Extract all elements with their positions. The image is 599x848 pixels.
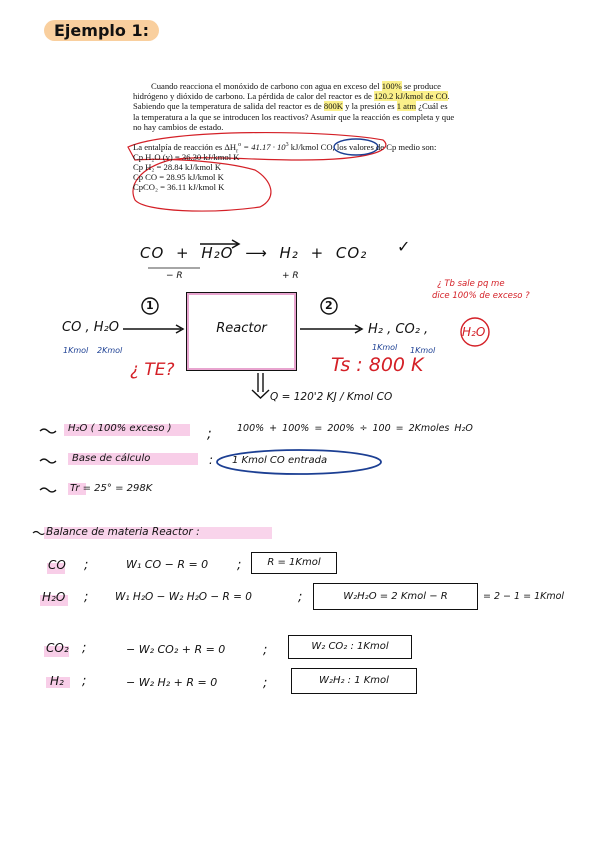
balance-species-h2o: H₂O: [42, 590, 66, 604]
balance-sep: ;: [82, 674, 87, 689]
stream-2-label: 2: [325, 299, 333, 312]
balance-equation-co2: − W₂ CO₂ + R = 0: [126, 643, 226, 656]
blue-circle-kmol: [333, 138, 379, 156]
balance-title: Balance de materia Reactor :: [46, 526, 200, 538]
outlet-kmol-co2: 1Kmol: [410, 346, 436, 355]
stream-1-circle: [141, 297, 159, 315]
page-title: Ejemplo 1:: [44, 20, 159, 41]
balance-sep: ;: [237, 558, 242, 573]
cp-item: Cp H₂O (v) = 36.30 kJ/kmol K: [133, 152, 240, 162]
balance-equation-h2: − W₂ H₂ + R = 0: [126, 676, 218, 689]
balance-sep: ;: [84, 558, 89, 573]
balance-sep: ;: [298, 590, 303, 605]
outlet-species: H₂ , CO₂ ,: [368, 322, 429, 337]
inlet-temperature: ¿ TE?: [130, 360, 175, 380]
checkmark: ✓: [397, 237, 411, 256]
problem-statement: Cuando reacciona el monóxido de carbono …: [133, 81, 523, 132]
problem-line2-post: .: [447, 91, 450, 102]
inlet-kmol-co: 1Kmol: [63, 346, 89, 355]
stream-2-circle: [320, 297, 338, 315]
balance-sep: ;: [82, 641, 87, 656]
problem-line1-post: se produce: [401, 81, 441, 91]
basis-value: 1 Kmol CO entrada: [232, 455, 328, 466]
excess-label: H₂O ( 100% exceso ): [68, 423, 172, 434]
basis-ellipse: [216, 449, 382, 475]
cp-item: Cp H₂ = 28.84 kJ/kmol K: [133, 162, 222, 172]
balance-species-h2: H₂: [50, 674, 64, 688]
inlet-kmol-h2o: 2Kmol: [97, 346, 123, 355]
reference-temperature: Tr = 25° = 298K: [70, 483, 153, 494]
heat-loss-note: Q = 120'2 KJ / Kmol CO: [270, 391, 393, 403]
problem-line3-post: ¿Cuál es: [416, 101, 448, 112]
balance-result-co2: W₂ CO₂ : 1Kmol: [288, 635, 412, 659]
problem-line2-pre: hidrógeno y dióxido de carbono. La pérdi…: [133, 91, 375, 102]
pressure-highlight: 1 atm: [396, 101, 417, 112]
enthalpy-post: los valores de Cp medio son:: [334, 141, 437, 152]
reaction-minus-r: − R: [166, 271, 183, 281]
outlet-kmol-h2: 1Kmol: [372, 343, 398, 352]
red-circle-enthalpy: [127, 131, 387, 212]
balance-species-co2: CO₂: [46, 641, 69, 655]
enthalpy-unit: kJ/kmol CO,: [288, 141, 335, 152]
outlet-temperature: Ts : 800 K: [331, 354, 424, 376]
temperature-highlight: 800K: [323, 101, 343, 112]
outlet-h2o: H₂O: [462, 325, 486, 339]
balance-equation-h2o: W₁ H₂O − W₂ H₂O − R = 0: [115, 591, 252, 603]
stream-1-label: 1: [146, 299, 154, 312]
excess-semicolon: ;: [207, 426, 212, 442]
enthalpy-symbol: ΔHro: [224, 141, 242, 155]
problem-line4: la temperatura a la que se introducen lo…: [133, 111, 455, 122]
balance-result-co: R = 1Kmol: [251, 552, 337, 574]
reactor-label: Reactor: [216, 321, 267, 336]
reaction-plus-r: + R: [282, 271, 299, 281]
cp-item: Cp CO = 28.95 kJ/kmol K: [133, 172, 224, 182]
problem-line5: no hay cambios de estado.: [133, 121, 224, 132]
inlet-species: CO , H₂O: [62, 320, 119, 335]
balance-sep: ;: [263, 643, 268, 658]
balance-equation-co: W₁ CO − R = 0: [126, 558, 209, 571]
balance-sep: ;: [263, 676, 268, 691]
enthalpy-line: La entalpía de reacción es ΔHro = 41.17 …: [133, 140, 436, 157]
excess-calc: 100% + 100% = 200% ÷ 100 = 2Kmoles H₂O: [237, 423, 473, 434]
cp-item: CpCO₂ = 36.11 kJ/kmol K: [133, 182, 225, 192]
basis-label: Base de cálculo: [72, 453, 151, 464]
balance-extra-h2o: = 2 − 1 = 1Kmol: [483, 591, 565, 602]
reaction-equation: CO + H₂O ⟶ H₂ + CO₂: [140, 244, 368, 262]
problem-line3-pre: Sabiendo que la temperatura de salida de…: [133, 101, 324, 112]
red-question: ¿ Tb sale pq me dice 100% de exceso ?: [432, 279, 530, 301]
balance-result-h2o: W₂H₂O = 2 Kmol − R: [313, 583, 478, 610]
balance-species-co: CO: [48, 558, 66, 572]
reactor-box: Reactor: [186, 292, 297, 371]
enthalpy-pre: La entalpía de reacción es: [133, 141, 223, 152]
balance-result-h2: W₂H₂ : 1 Kmol: [291, 668, 417, 694]
problem-line1-pre: Cuando reacciona el monóxido de carbono …: [151, 81, 382, 91]
basis-colon: :: [209, 453, 214, 467]
balance-sep: ;: [84, 590, 89, 605]
h2o-outlet-circle: [460, 317, 490, 347]
heat-loss-highlight: 120.2 kJ/kmol de CO: [374, 91, 448, 102]
excess-highlight: 100%: [381, 81, 402, 91]
enthalpy-value: = 41.17 · 10: [241, 141, 286, 152]
cp-list: Cp H₂O (v) = 36.30 kJ/kmol K Cp H₂ = 28.…: [133, 152, 239, 192]
problem-line3-mid: y la presión es: [343, 101, 397, 112]
enthalpy-exp: 3: [285, 142, 289, 148]
